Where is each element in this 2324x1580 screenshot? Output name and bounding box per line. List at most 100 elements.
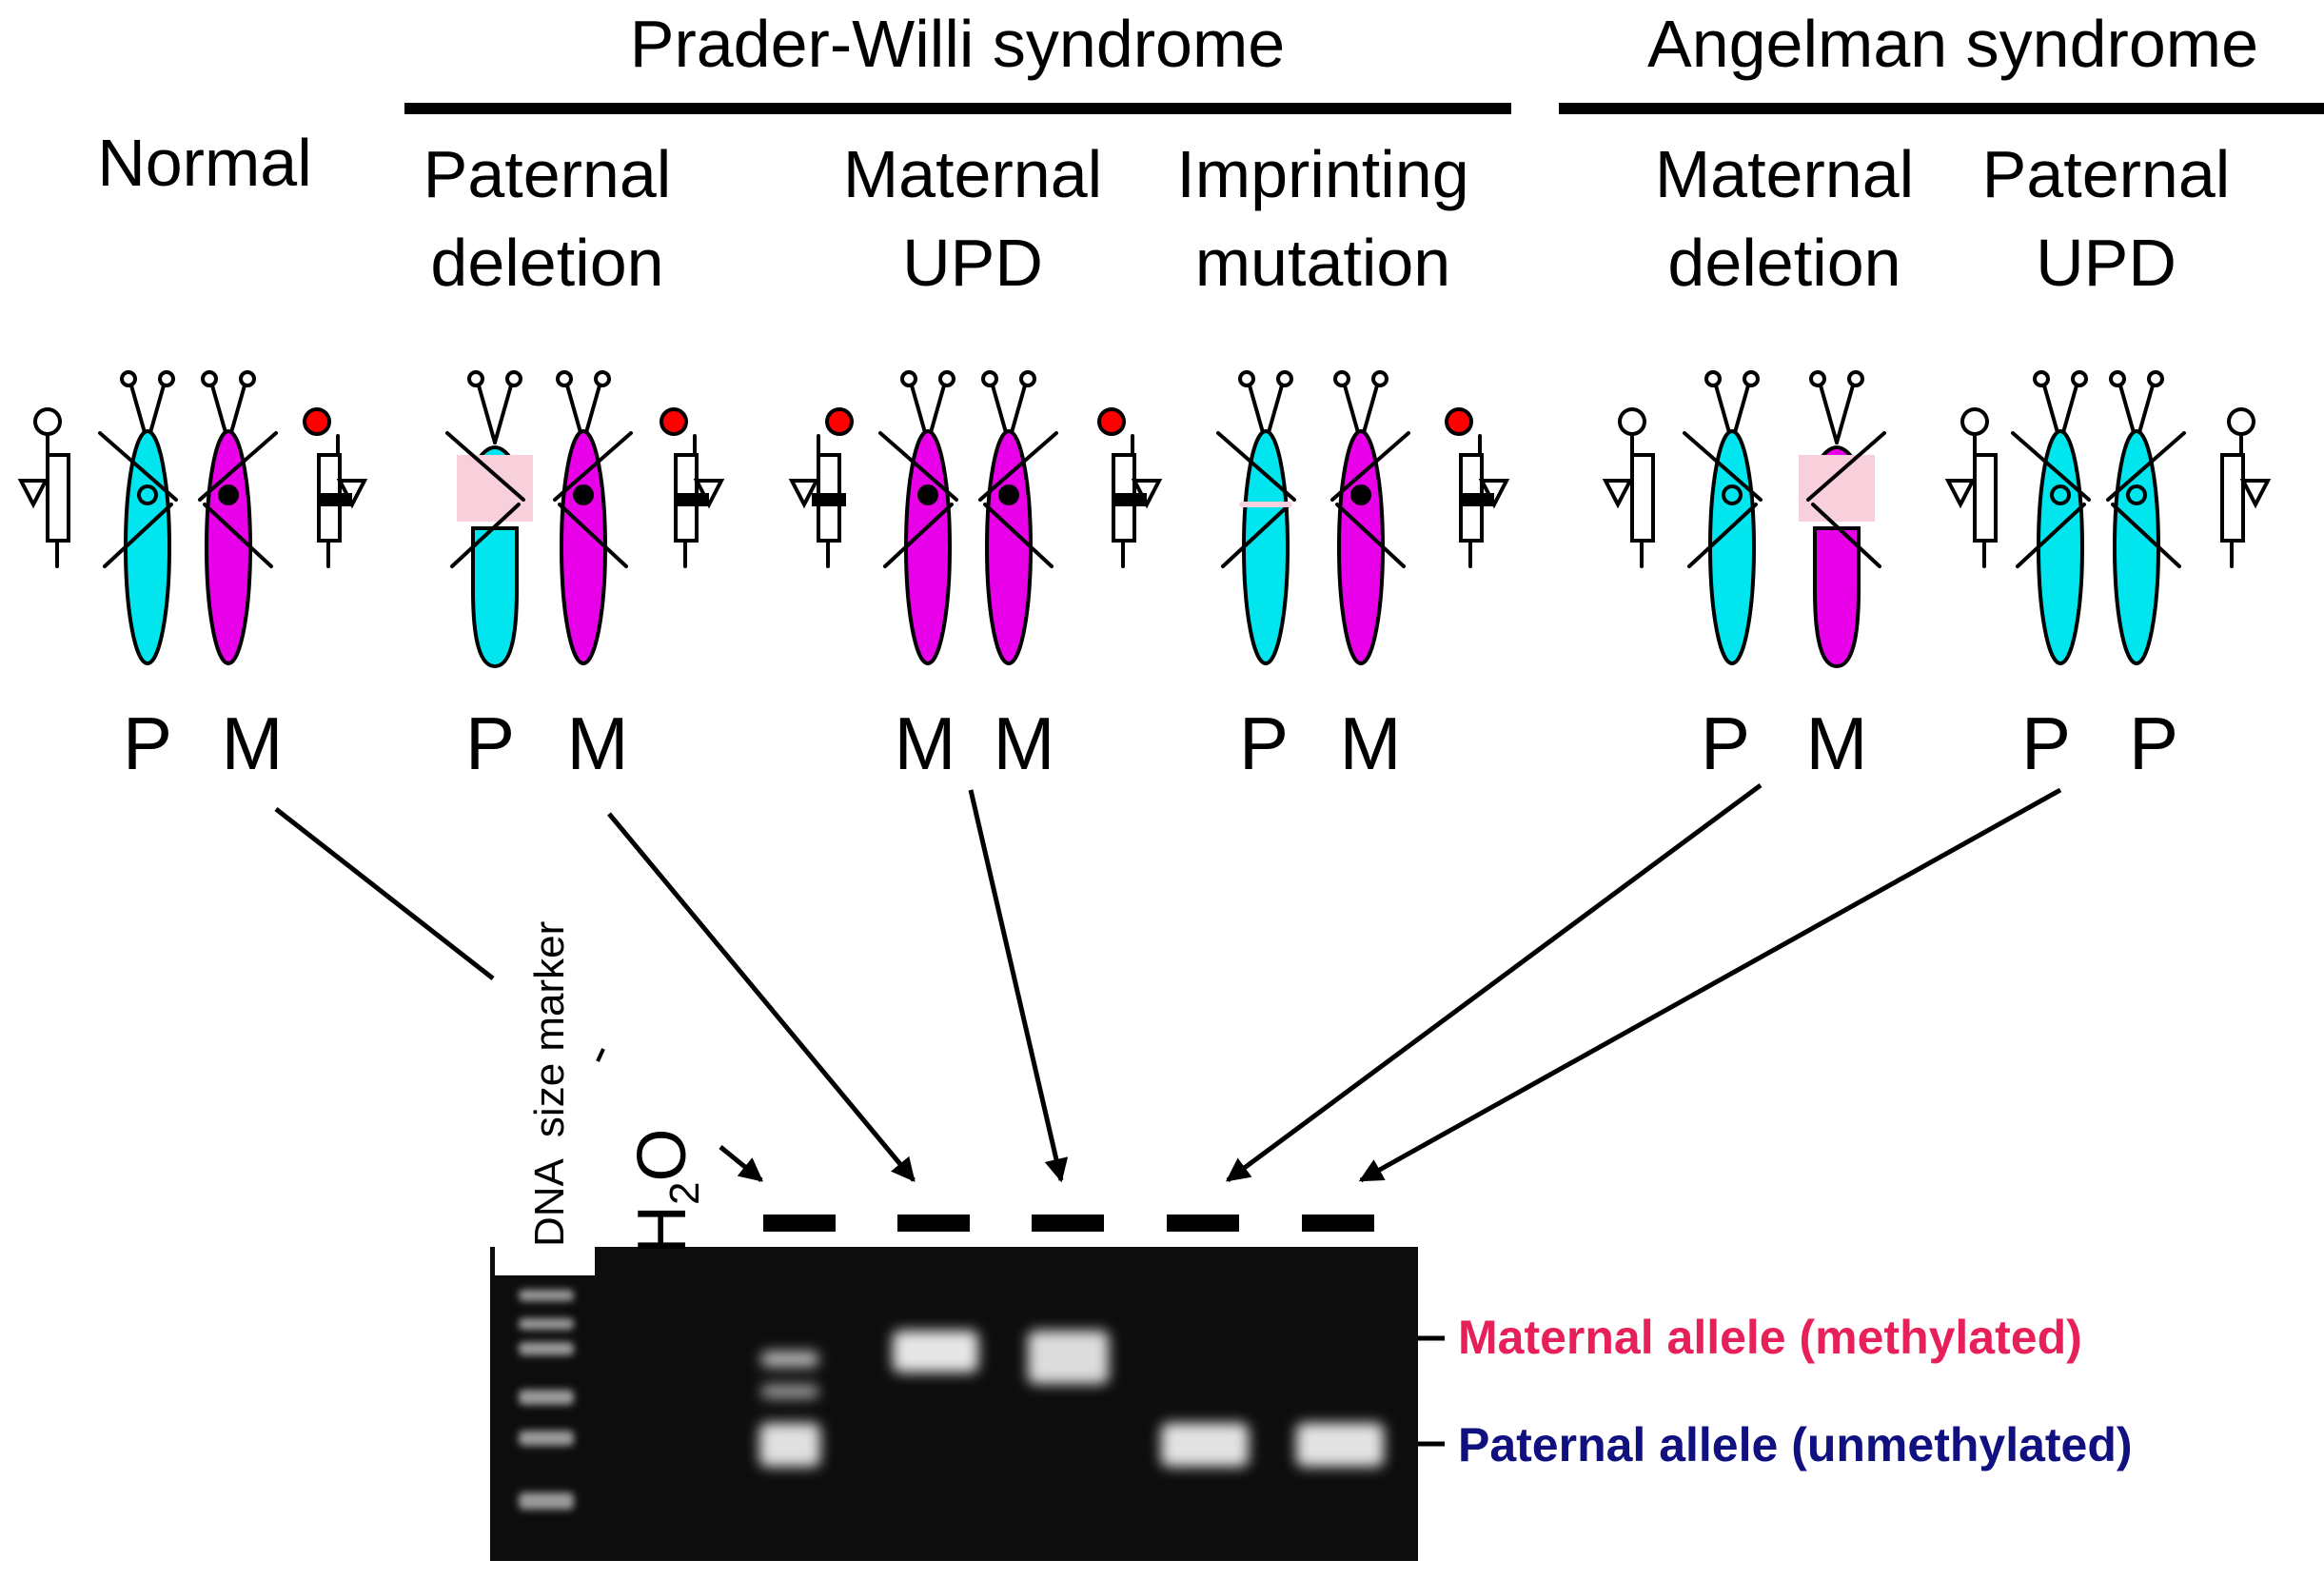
maternal-deletion-label-2: M [1806, 701, 1868, 785]
imprint-center-filled [573, 484, 594, 505]
stick-triangle [17, 479, 49, 509]
antenna-line [1819, 384, 1839, 444]
maternal-deletion-arrow [1225, 782, 1763, 1183]
imprint-center-open [1722, 484, 1743, 505]
lane-marker-paternal-deletion [897, 1215, 970, 1232]
water-h: H [624, 1205, 700, 1254]
condition-paternal-deletion-line1: Paternal [423, 137, 672, 211]
antenna-tip [981, 370, 998, 387]
antenna-line [477, 384, 497, 444]
paternal-allele-label: Paternal allele (unmethylated) [1458, 1418, 2133, 1471]
antenna-tip [201, 370, 218, 387]
stick-head [1618, 407, 1646, 436]
imprinting-mutation-label-1: P [1239, 701, 1289, 785]
limb-upper [445, 431, 525, 502]
stick-head-red [660, 407, 688, 436]
antenna-tip [1333, 370, 1350, 387]
stick-triangle [336, 479, 368, 509]
stick-head-red [825, 407, 854, 436]
maternal-deletion-diagram [1602, 370, 1886, 669]
maternal-deletion-label-1: P [1701, 701, 1750, 785]
marker-tick [596, 1048, 605, 1062]
antenna-tip [1276, 370, 1293, 387]
limb-upper [553, 431, 633, 502]
imprint-center-open [2126, 484, 2147, 505]
normal-band-paternal [759, 1423, 820, 1467]
chromosome-body [205, 429, 252, 665]
stick-head [2227, 407, 2255, 436]
condition-paternal-upd-line2: UPD [2036, 226, 2176, 300]
antenna-line [1835, 384, 1855, 444]
antenna-tip [556, 370, 573, 387]
limb-upper [1683, 431, 1763, 502]
condition-paternal-deletion-line2: deletion [430, 226, 663, 300]
maternal-upd-diagram [788, 370, 1163, 665]
stick-head-red [1097, 407, 1126, 436]
limb-lower [883, 503, 954, 568]
chromosome-body [560, 429, 607, 665]
stick-head-red [1445, 407, 1473, 436]
as-group-title: Angelman syndrome [1647, 7, 2258, 81]
normal-to-marker-line [274, 807, 495, 980]
sample-bands [759, 1331, 1384, 1467]
imprinting-mutation-label-2: M [1340, 701, 1402, 785]
imprint-center-open [137, 484, 158, 505]
pws-group-title: Prader-Willi syndrome [630, 7, 1285, 81]
limb-lower [2111, 503, 2181, 568]
antenna-tip [158, 370, 175, 387]
chromosome-origin-labels: P M P M M M P M P M P P [123, 701, 2178, 785]
gel-image [490, 1228, 1418, 1561]
dna-size-marker-label: DNA size marker [526, 921, 573, 1247]
antenna-line [493, 384, 513, 444]
maternal-deletion-band [1161, 1423, 1249, 1467]
chromosome-body [2037, 429, 2084, 665]
condition-maternal-deletion-line2: deletion [1667, 226, 1901, 300]
limb-lower [1221, 503, 1291, 568]
condition-imprinting-mutation-line1: Imprinting [1176, 137, 1468, 211]
stick-head [33, 407, 62, 436]
antenna-tip [2071, 370, 2088, 387]
limb-upper [878, 431, 958, 502]
stick-body [2220, 453, 2245, 543]
limb-lower [103, 503, 173, 568]
water-subscript: 2 [661, 1182, 708, 1205]
condition-maternal-deletion-line1: Maternal [1655, 137, 1914, 211]
paternal-upd-band [1296, 1423, 1384, 1467]
limb-lower [983, 503, 1054, 568]
condition-paternal-upd-line1: Paternal [1982, 137, 2231, 211]
stick-bar [1113, 493, 1147, 506]
marker-lane-header [495, 1228, 595, 1275]
chromosome-body [985, 429, 1033, 665]
stick-triangle [1944, 479, 1977, 509]
lane-marker-normal [763, 1215, 836, 1232]
stick-bar [318, 493, 352, 506]
limb-lower [203, 503, 273, 568]
antenna-tip [1371, 370, 1388, 387]
chromosome-body [904, 429, 952, 665]
chromosome-body [2113, 429, 2160, 665]
limb-lower [1687, 503, 1758, 568]
limb-upper [98, 431, 178, 502]
stick-body [1630, 453, 1655, 543]
maternal-allele-label: Maternal allele (methylated) [1458, 1311, 2082, 1364]
chromosome-lower-arm [471, 526, 519, 669]
antenna-tip [467, 370, 484, 387]
maternal-upd-band [1028, 1331, 1109, 1384]
normal-label-2: M [222, 701, 284, 785]
stick-body [1973, 453, 1998, 543]
imprint-center-filled [1350, 484, 1371, 505]
condition-normal: Normal [97, 126, 312, 200]
maternal-upd-arrow [968, 789, 1069, 1183]
limb-upper [2011, 431, 2091, 502]
lane-marker-paternal-upd [1302, 1215, 1374, 1232]
chromosome-body [1337, 429, 1385, 665]
limb-lower [2016, 503, 2086, 568]
limb-upper [2106, 431, 2186, 502]
antenna-tip [1019, 370, 1036, 387]
stick-head [1960, 407, 1989, 436]
imprint-center-filled [998, 484, 1019, 505]
normal-label-1: P [123, 701, 172, 785]
imprint-center-open [2050, 484, 2071, 505]
antenna-tip [1743, 370, 1760, 387]
